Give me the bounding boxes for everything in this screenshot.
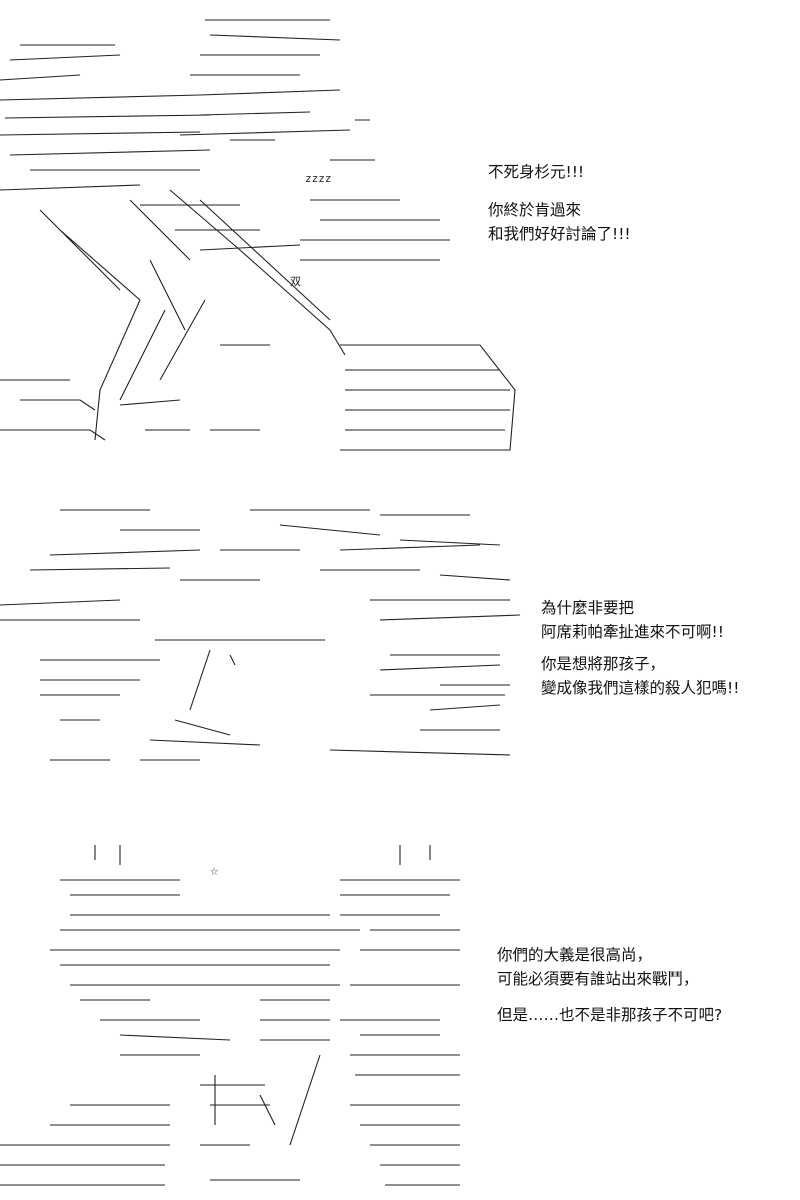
dialogue-line: 你們的大義是很高尚， [497,946,653,964]
art-kanji: 双 [290,275,301,288]
ascii-art-figure-3: ☆ [0,835,470,1200]
star-icon: ☆ [210,863,219,879]
dialogue-line: 變成像我們這樣的殺人犯嗎!! [541,679,740,697]
dialogue-line: 為什麼非要把 [541,599,635,617]
panel-3: ☆ 你們的大義是很高尚， 可能必須要有誰站出來戰鬥， 但是……也不是非那孩子不可… [0,835,800,1200]
dialogue-line: 阿席莉帕牽扯進來不可啊!! [541,623,724,641]
ascii-art-figure-2 [0,490,540,790]
dialogue-block-2: 為什麼非要把 阿席莉帕牽扯進來不可啊!! 你是想將那孩子， 變成像我們這樣的殺人… [541,596,739,700]
dialogue-line: 和我們好好討論了!!! [488,225,631,243]
dialogue-block-3: 你們的大義是很高尚， 可能必須要有誰站出來戰鬥， 但是……也不是非那孩子不可吧? [497,943,722,1027]
dialogue-line: 你是想將那孩子， [541,655,666,673]
ascii-art-figure-1: zzzz 双 [0,0,530,470]
art-sfx: zzzz [305,172,332,185]
dialogue-line: 不死身杉元!!! [488,163,585,181]
dialogue-block-1: 不死身杉元!!! 你終於肯過來 和我們好好討論了!!! [488,160,631,246]
dialogue-line: 可能必須要有誰站出來戰鬥， [497,970,699,988]
panel-2: 為什麼非要把 阿席莉帕牽扯進來不可啊!! 你是想將那孩子， 變成像我們這樣的殺人… [0,490,800,790]
dialogue-line: 你終於肯過來 [488,201,582,219]
panel-1: zzzz 双 不死身杉元!!! 你終於肯過來 和我們好好討論了!!! [0,0,800,470]
dialogue-line: 但是……也不是非那孩子不可吧? [497,1006,723,1024]
